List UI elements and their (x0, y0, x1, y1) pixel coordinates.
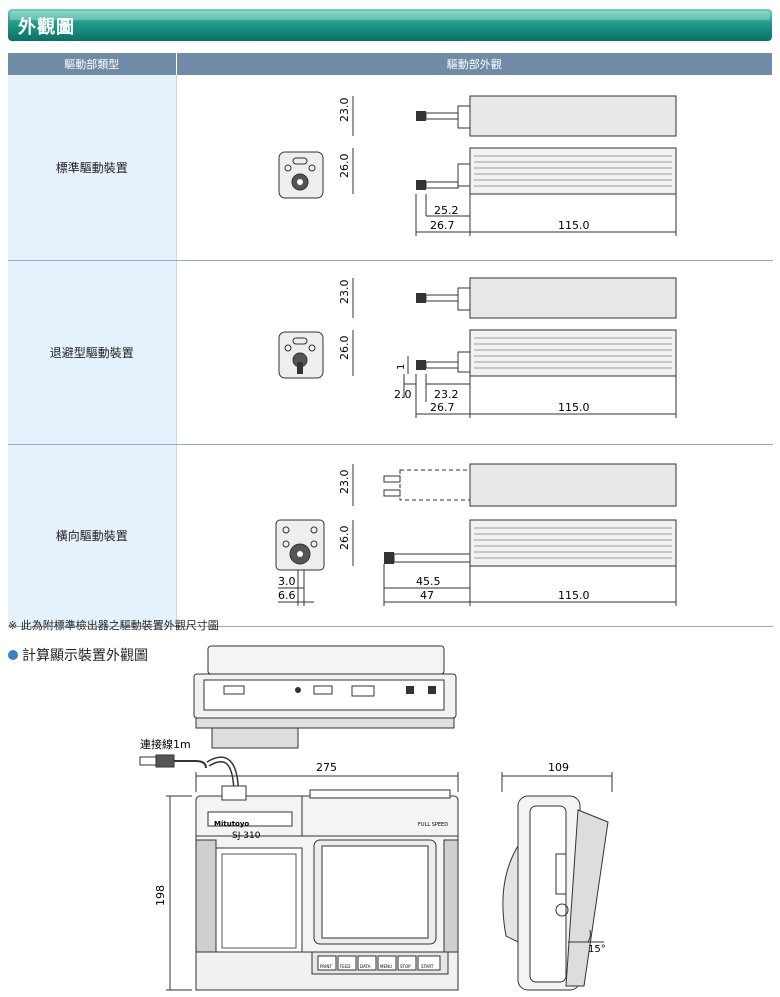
control-keys: PRINT FEED DATA MENU STOP START (317, 955, 441, 971)
header-drive-appearance: 驅動部外觀 (176, 53, 773, 75)
side-view-drawing (415, 147, 676, 195)
display-unit-top-view (193, 645, 457, 749)
data-key-label: DATA (360, 964, 371, 969)
dim-plate-offset: 3.0 (278, 575, 296, 588)
drive-figure-cell: 23.0 26.0 1 2.0 23.2 26.7 115.0 (176, 260, 773, 445)
dim-plate-width: 6.6 (278, 589, 296, 602)
top-view-drawing (415, 95, 676, 137)
brand-logo: Mitutoyo (214, 820, 249, 828)
dim-height-side: 26.0 (338, 526, 351, 551)
front-plate-drawing (278, 151, 323, 199)
dim-body-length: 115.0 (558, 589, 590, 602)
drive-type-standard: 標準驅動裝置 (8, 75, 177, 261)
start-key[interactable] (417, 955, 441, 971)
banner-highlight (10, 11, 770, 20)
dim-depth: 109 (548, 761, 569, 774)
section-heading: 計算顯示裝置外觀圖 (8, 645, 148, 665)
side-view-drawing (383, 519, 676, 567)
side-view-drawing (415, 329, 676, 377)
bullet-dot-icon (8, 650, 18, 660)
data-key[interactable] (357, 955, 377, 971)
dim-height-side: 26.0 (338, 336, 351, 361)
dim-stylus-length: 25.2 (434, 204, 459, 217)
table-row: 橫向驅動裝置 (8, 444, 773, 627)
print-key[interactable] (317, 955, 337, 971)
start-key-label: START (421, 964, 434, 969)
dim-offset: 2.0 (394, 388, 412, 401)
feed-key[interactable] (337, 955, 357, 971)
retract-drive-drawing: 23.0 26.0 1 2.0 23.2 26.7 115.0 (278, 277, 676, 418)
dimension-lines (352, 96, 676, 236)
standard-drive-drawing: 23.0 26.0 25.2 26.7 115.0 (278, 95, 676, 236)
section-banner: 外觀圖 (8, 9, 772, 41)
stop-key-label: STOP (400, 964, 411, 969)
tilt-angle-label: 15° (588, 944, 606, 955)
top-view-drawing (415, 277, 676, 319)
dim-width: 275 (316, 761, 337, 774)
dim-height-top: 23.0 (338, 98, 351, 123)
dim-height-top: 23.0 (338, 280, 351, 305)
section-heading-text: 計算顯示裝置外觀圖 (22, 648, 148, 664)
cable-label: 連接線1m (140, 737, 191, 751)
menu-key-label: MENU (380, 964, 392, 969)
dim-front-length: 47 (420, 589, 434, 602)
banner-title: 外觀圖 (18, 17, 75, 38)
dim-height-top: 23.0 (338, 470, 351, 495)
front-plate-drawing (275, 519, 324, 571)
feed-key-label: FEED (340, 964, 350, 969)
display-unit-side-view (502, 795, 609, 991)
cable-drawing (139, 754, 239, 789)
top-view-drawing (383, 463, 676, 507)
dim-height: 198 (154, 885, 167, 906)
dim-front-length: 26.7 (430, 401, 455, 414)
model-label: SJ-310 (232, 831, 261, 841)
dim-stylus-length: 23.2 (434, 388, 459, 401)
display-unit-drawing: 連接線1m Mitutoyo SJ-310 FULL SPEED PRINT F… (139, 645, 613, 991)
dim-height-side: 26.0 (338, 154, 351, 179)
menu-key[interactable] (377, 955, 397, 971)
table-row: 退避型驅動裝置 (8, 260, 773, 445)
footnote: ※ 此為附標準檢出器之驅動裝置外觀尺寸圖 (8, 619, 219, 632)
dim-front-length: 26.7 (430, 219, 455, 232)
header-drive-type: 驅動部類型 (8, 53, 177, 75)
dimension-lines (352, 278, 676, 418)
table-header-row: 驅動部類型 驅動部外觀 (8, 53, 773, 75)
dim-body-length: 115.0 (558, 401, 590, 414)
dim-body-length: 115.0 (558, 219, 590, 232)
dim-stylus-length: 45.5 (416, 575, 441, 588)
drive-figure-cell: 23.0 26.0 3.0 6.6 45.5 47 115.0 (176, 444, 773, 627)
transverse-drive-drawing: 23.0 26.0 3.0 6.6 45.5 47 115.0 (275, 463, 676, 606)
drive-type-retract: 退避型驅動裝置 (8, 260, 177, 445)
drive-figure-cell: 23.0 26.0 25.2 26.7 115.0 (176, 75, 773, 261)
drive-unit-table: 驅動部類型 驅動部外觀 標準驅動裝置 (8, 53, 773, 627)
stop-key[interactable] (397, 955, 417, 971)
dimension-lines (277, 464, 676, 606)
dim-retract: 1 (396, 364, 407, 370)
full-speed-badge: FULL SPEED (418, 822, 448, 828)
front-plate-drawing (278, 331, 323, 379)
display-unit-dimensions (166, 772, 613, 991)
table-row: 標準驅動裝置 (8, 75, 773, 261)
drive-type-transverse: 橫向驅動裝置 (8, 444, 177, 627)
print-key-label: PRINT (320, 964, 332, 969)
